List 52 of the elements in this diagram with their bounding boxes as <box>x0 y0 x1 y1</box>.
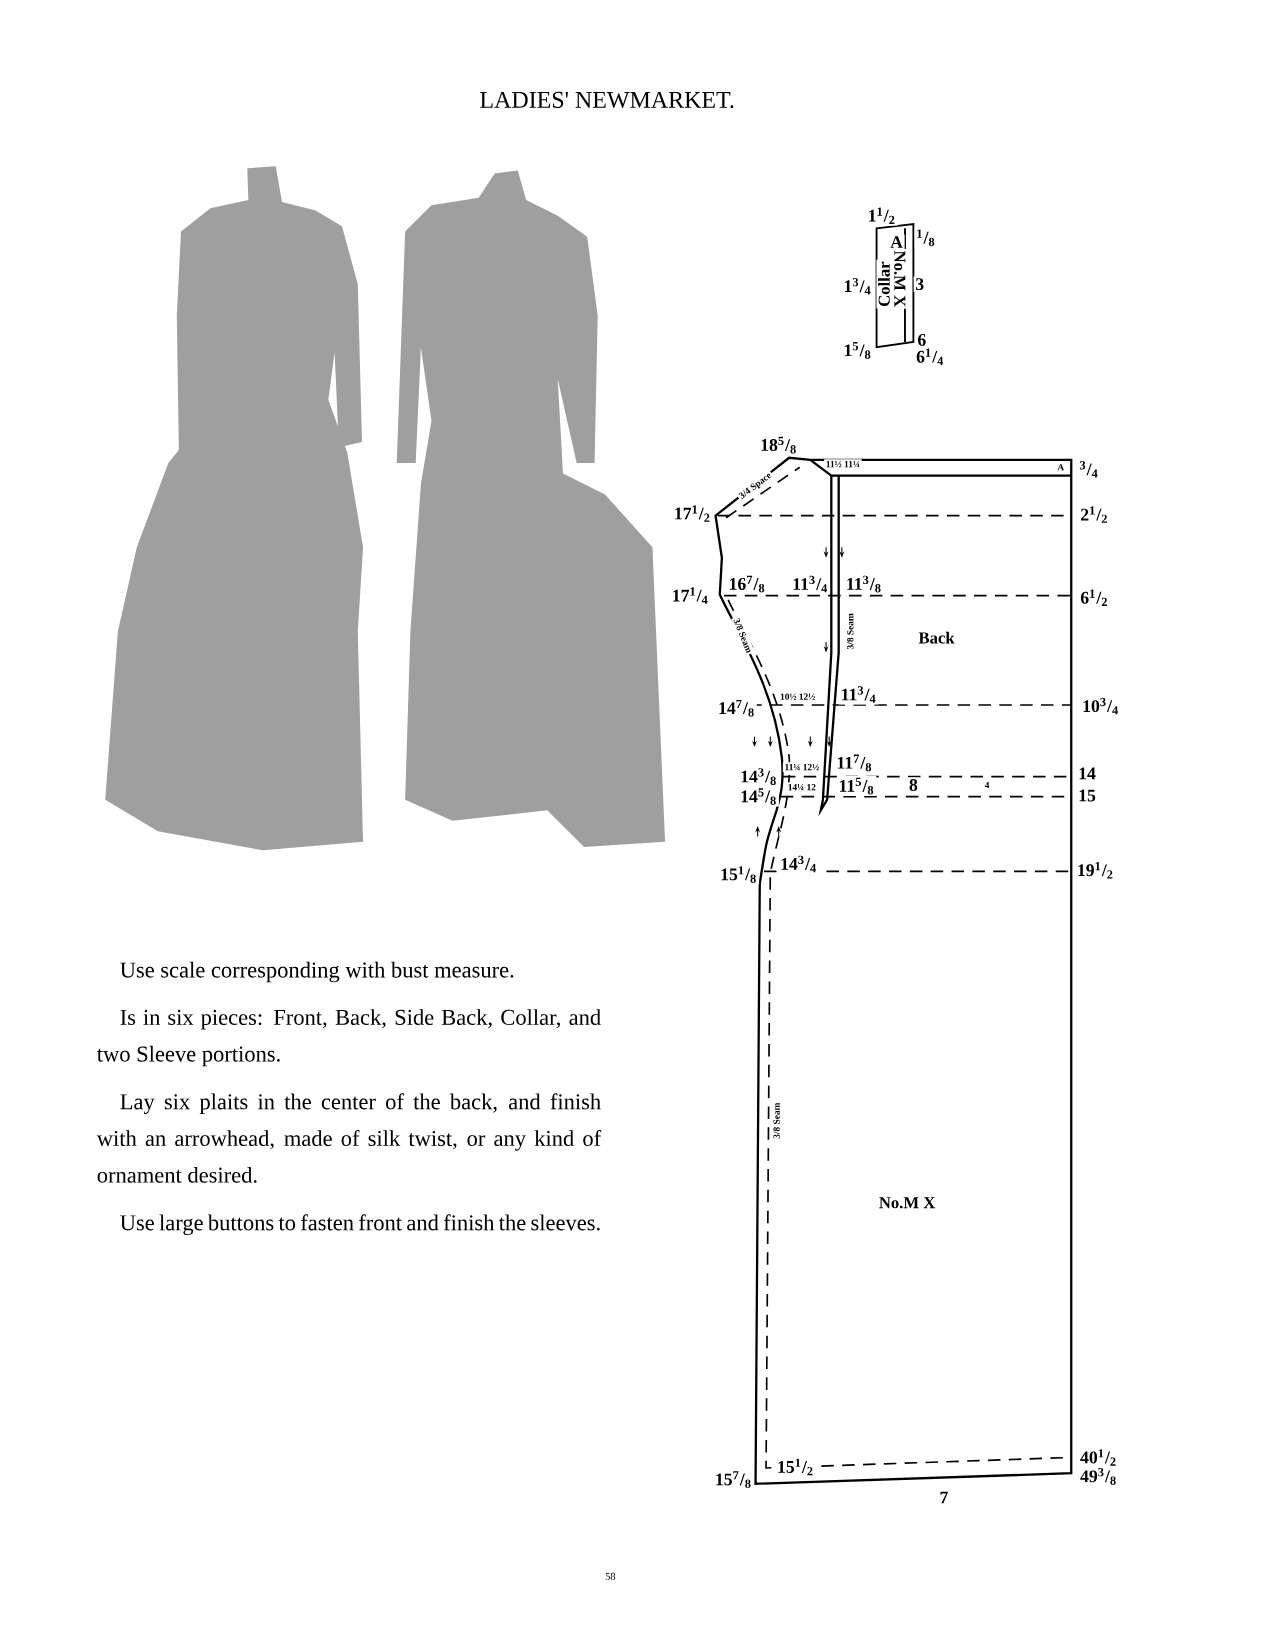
measure-label: 10½ 12½ <box>778 691 817 702</box>
measure-label: 15$^{1}$/$_{2}$ <box>775 1457 816 1477</box>
page-title: LADIES' NEWMARKET. <box>479 91 734 109</box>
instruction-paragraph: Use large buttons to fasten front and finish the sleeves. <box>120 1214 600 1236</box>
piece-label: Back <box>916 630 957 646</box>
measure-label: 14¼ 12 <box>785 782 818 792</box>
measure-label: 11$^{5}$/$_{8}$ <box>836 776 877 797</box>
measure-label: 11¼ 12½ <box>782 762 821 772</box>
measure-label: 1$^{1}$/$_{2}$ <box>865 205 898 226</box>
instruction-paragraph: Use scale corresponding with bust measure. <box>120 961 514 983</box>
seam-label: 3/8 Seam <box>845 611 855 652</box>
measure-label: 1$^{5}$/$_{8}$ <box>841 340 874 361</box>
measure-label: 4 <box>982 780 991 790</box>
measure-label: $^{1}$/$_{8}$ <box>914 227 938 248</box>
seam-label: 3/8 Seam <box>771 1100 782 1141</box>
measure-label: 6 <box>915 332 928 348</box>
instruction-paragraph: Lay six plaits in the center of the back, and finish with an arrowhead, made of silk twist, or any kind of ornament desired. <box>96 1093 601 1183</box>
measure-label: 17$^{1}$/$_{4}$ <box>669 585 711 606</box>
measure-label: 17$^{1}$/$_{2}$ <box>672 503 713 524</box>
measure-label: 7 <box>937 1489 950 1505</box>
measure-label: 11$^{3}$/$_{4}$ <box>838 684 879 705</box>
measure-label: 6$^{1}$/$_{2}$ <box>1078 587 1110 608</box>
measure-label: 14$^{3}$/$_{8}$ <box>738 766 779 787</box>
measure-label: 10$^{3}$/$_{4}$ <box>1080 696 1121 716</box>
seam-label: 3/8 Seam <box>730 615 755 656</box>
point-letter: A <box>888 234 905 250</box>
measure-label: 19$^{1}$/$_{2}$ <box>1075 860 1116 881</box>
measure-label: 11$^{7}$/$_{8}$ <box>834 752 875 773</box>
measure-label: 14$^{7}$/$_{8}$ <box>716 698 757 719</box>
measure-label: 11$^{3}$/$_{4}$ <box>790 574 830 594</box>
piece-label: No.M X <box>877 1195 937 1211</box>
measure-label: 18$^{5}$/$_{8}$ <box>758 435 799 456</box>
measure-label: 49$^{3}$/$_{8}$ <box>1078 1466 1119 1487</box>
measure-label: 15$^{7}$/$_{8}$ <box>713 1469 754 1490</box>
measure-label: 1$^{3}$/$_{4}$ <box>841 276 874 297</box>
point-letter: A <box>1055 462 1066 472</box>
piece-label: Collar <box>876 259 892 309</box>
measure-label: 2$^{1}$/$_{2}$ <box>1078 504 1110 525</box>
measure-label: 11$^{3}$/$_{8}$ <box>844 574 884 595</box>
measure-label: 16$^{7}$/$_{8}$ <box>726 574 768 594</box>
measure-label: 14$^{5}$/$_{8}$ <box>738 786 779 807</box>
page-number: 58 <box>603 1571 618 1582</box>
measure-label: 15 <box>1076 787 1098 804</box>
measure-label: 6$^{1}$/$_{4}$ <box>914 346 946 367</box>
measure-label: 8 <box>907 777 920 793</box>
measure-label: $^{3}$/$_{4}$ <box>1077 459 1101 480</box>
instruction-paragraph: Is in six pieces: Front, Back, Side Back, Collar, and two Sleeve portions. <box>96 1009 601 1067</box>
measure-label: 14 <box>1076 765 1098 781</box>
measure-label: 11½ 11¼ <box>824 459 862 469</box>
measure-label: 15$^{1}$/$_{8}$ <box>718 864 759 885</box>
measure-label: 40$^{1}$/$_{2}$ <box>1078 1447 1119 1468</box>
measure-label: 14$^{3}$/$_{4}$ <box>778 854 819 874</box>
